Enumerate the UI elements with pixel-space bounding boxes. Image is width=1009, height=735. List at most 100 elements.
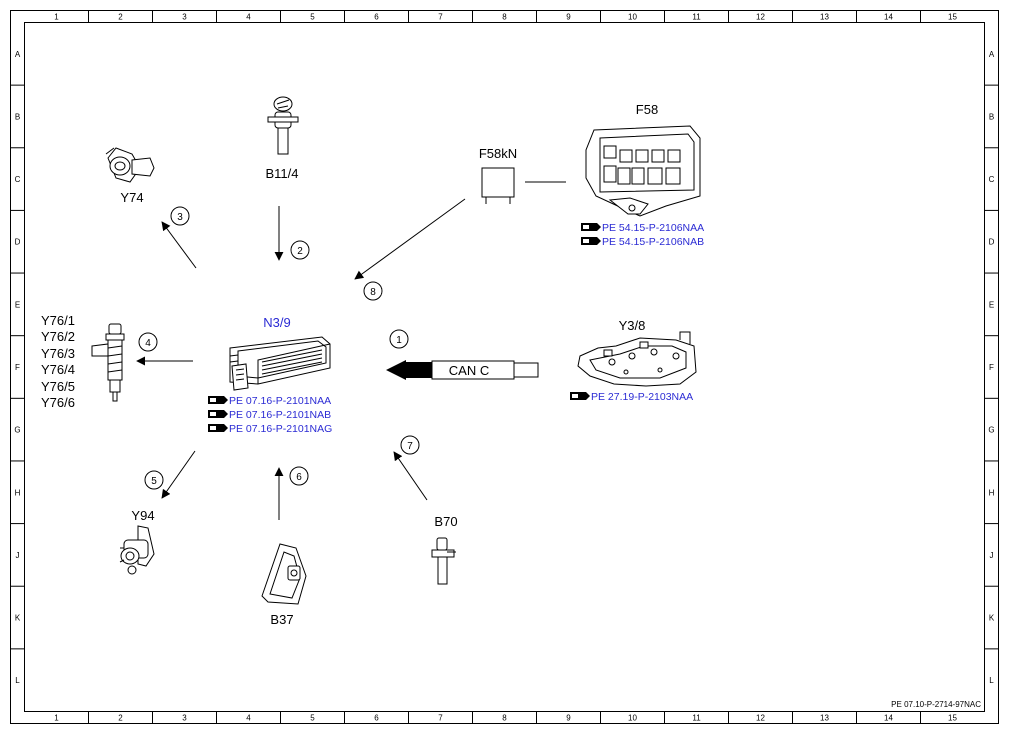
can-arrow-shaft — [406, 362, 432, 378]
f58-ref-2[interactable]: PE 54.15-P-2106NAB — [602, 236, 704, 248]
marker-numbers: 1 2 3 4 5 6 7 8 — [145, 212, 413, 487]
ruler-top-col-2: 2 — [118, 13, 123, 22]
b11-4-sensor-icon — [267, 96, 299, 155]
ruler-left-row-J: J — [16, 551, 20, 560]
ruler-top-col-8: 8 — [502, 13, 507, 22]
connection-arrows — [136, 198, 466, 520]
ruler-left-row-H: H — [15, 488, 21, 497]
marker-3: 3 — [177, 212, 183, 223]
ecu-icon — [229, 336, 331, 391]
document-id: PE 07.10-P-2714-97NAC — [891, 700, 981, 709]
ruler-top-col-7: 7 — [438, 13, 443, 22]
b70-sensor-icon — [431, 537, 456, 585]
b11-4-label: B11/4 — [265, 166, 298, 181]
ruler-right-row-D: D — [989, 238, 995, 247]
y3-8-label: Y3/8 — [619, 318, 646, 333]
y76-label-1: Y76/1 — [41, 313, 75, 328]
ruler-right-row-C: C — [989, 175, 995, 184]
ecu-label: N3/9 — [263, 315, 290, 330]
ruler-right-row-F: F — [989, 363, 994, 372]
ruler-top-col-5: 5 — [310, 13, 315, 22]
marker-6-circle — [289, 466, 309, 486]
can-label: CAN C — [449, 363, 489, 378]
ruler-bottom-col-3: 3 — [182, 714, 187, 723]
ruler-bottom-col-6: 6 — [374, 714, 379, 723]
y76-label-4: Y76/4 — [41, 362, 75, 377]
ruler-bottom-col-5: 5 — [310, 714, 315, 723]
marker-7: 7 — [407, 441, 413, 452]
ecu-ref-3[interactable]: PE 07.16-P-2101NAG — [229, 423, 332, 435]
b37-pedal-icon — [261, 543, 307, 605]
f58-box-icon — [585, 125, 701, 217]
b37-label: B37 — [270, 612, 293, 627]
ruler-top-col-14: 14 — [884, 13, 893, 22]
y76-label-5: Y76/5 — [41, 379, 75, 394]
marker-5-circle — [144, 470, 164, 490]
arrow-7 — [393, 451, 428, 501]
marker-1: 1 — [396, 335, 402, 346]
marker-1-circle — [389, 329, 409, 349]
ruler-top-col-1: 1 — [54, 13, 59, 22]
outer-frame — [10, 10, 999, 724]
f58kn-relay-icon — [481, 167, 515, 204]
ruler-right-row-L: L — [989, 676, 994, 685]
ruler-top-col-11: 11 — [692, 13, 701, 22]
ruler-left-row-L: L — [15, 676, 20, 685]
y3-8-ref-1[interactable]: PE 27.19-P-2103NAA — [591, 391, 693, 403]
ruler-left-row-D: D — [15, 238, 21, 247]
arrow-5 — [161, 450, 196, 499]
ecu-ref-2[interactable]: PE 07.16-P-2101NAB — [229, 409, 331, 421]
ruler-bottom-col-13: 13 — [820, 714, 829, 723]
f58-refs: PE 54.15-P-2106NAA PE 54.15-P-2106NAB — [581, 222, 704, 248]
y76-label-6: Y76/6 — [41, 395, 75, 410]
marker-5: 5 — [151, 476, 157, 487]
ruler-bottom-col-15: 15 — [948, 714, 957, 723]
marker-8: 8 — [370, 287, 376, 298]
ruler-bottom-col-9: 9 — [566, 714, 571, 723]
b70-label: B70 — [434, 514, 457, 529]
marker-3-circle — [170, 206, 190, 226]
marker-4-circle — [138, 332, 158, 352]
f58-ref-1[interactable]: PE 54.15-P-2106NAA — [602, 222, 704, 234]
y76-injector-icon — [91, 323, 125, 402]
ruler-left-row-F: F — [15, 363, 20, 372]
inner-frame — [24, 22, 985, 712]
ruler-top-col-9: 9 — [566, 13, 571, 22]
ruler-top-col-15: 15 — [948, 13, 957, 22]
can-arrow-head — [386, 360, 406, 380]
ecu-refs: PE 07.16-P-2101NAA PE 07.16-P-2101NAB PE… — [208, 395, 332, 435]
connection-markers — [138, 206, 420, 490]
arrow-8 — [354, 198, 466, 280]
ruler-top-col-3: 3 — [182, 13, 187, 22]
ruler-bottom-col-7: 7 — [438, 714, 443, 723]
f58-label: F58 — [636, 102, 658, 117]
marker-7-circle — [400, 435, 420, 455]
ruler-top-col-12: 12 — [756, 13, 765, 22]
y76-labels: Y76/1 Y76/2 Y76/3 Y76/4 Y76/5 Y76/6 — [41, 313, 75, 410]
y3-8-ref: PE 27.19-P-2103NAA — [570, 391, 693, 403]
ruler-top-col-13: 13 — [820, 13, 829, 22]
ecu-ref-1[interactable]: PE 07.16-P-2101NAA — [229, 395, 331, 407]
ruler-right-row-A: A — [989, 50, 995, 59]
can-connector — [513, 362, 539, 378]
marker-2: 2 — [297, 246, 303, 257]
ruler-left-row-A: A — [15, 50, 21, 59]
marker-8-circle — [363, 281, 383, 301]
ruler-bottom-col-14: 14 — [884, 714, 893, 723]
ruler-bottom-col-4: 4 — [246, 714, 251, 723]
ruler-top-col-6: 6 — [374, 13, 379, 22]
arrow-3 — [161, 221, 197, 269]
y74-valve-icon — [105, 147, 155, 183]
ruler-bottom-col-11: 11 — [692, 714, 701, 723]
marker-4: 4 — [145, 338, 151, 349]
f58kn-label: F58kN — [479, 146, 517, 161]
y76-label-2: Y76/2 — [41, 329, 75, 344]
ruler-bottom-col-8: 8 — [502, 714, 507, 723]
y94-valve-icon — [119, 525, 155, 575]
ruler-bottom-col-1: 1 — [54, 714, 59, 723]
